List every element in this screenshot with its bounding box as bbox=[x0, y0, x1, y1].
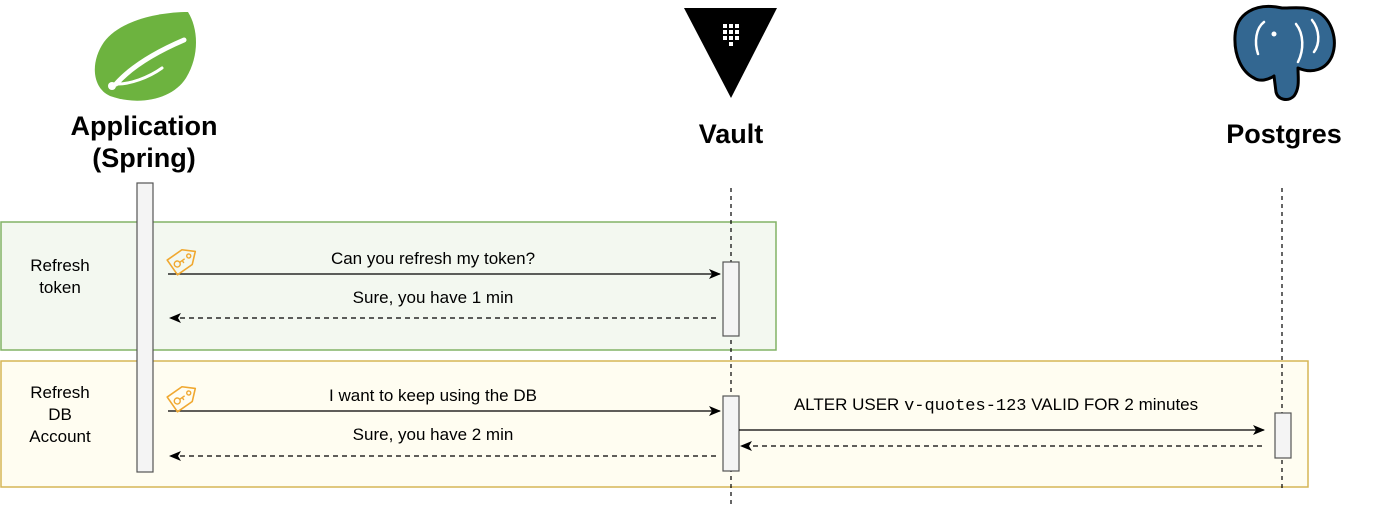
key-tag-icon bbox=[166, 385, 197, 413]
alter-user-suffix: VALID FOR 2 minutes bbox=[1031, 395, 1199, 414]
group-label-line: Account bbox=[29, 427, 91, 446]
alter-user-prefix: ALTER USER bbox=[793, 395, 900, 414]
message-label-refresh-token-request: Can you refresh my token? bbox=[330, 249, 536, 268]
participant-application-line1: Application bbox=[70, 111, 218, 141]
message-label-alter-user: ALTER USER v-quotes-123 VALID FOR 2 minu… bbox=[746, 395, 1246, 417]
group-label-line: Refresh bbox=[30, 383, 90, 402]
group-box-refresh-token bbox=[0, 221, 777, 351]
message-label-refresh-token-response: Sure, you have 1 min bbox=[352, 288, 514, 307]
message-label-db-request: I want to keep using the DB bbox=[329, 386, 537, 405]
participant-postgres: Postgres bbox=[1226, 119, 1342, 149]
group-label-refresh-token: Refresh token bbox=[10, 255, 110, 299]
group-label-refresh-db-account: Refresh DB Account bbox=[10, 382, 110, 448]
spring-leaf-logo bbox=[94, 12, 196, 101]
application-activation-bar bbox=[136, 182, 154, 473]
postgres-activation-bar bbox=[1274, 412, 1292, 459]
group-label-line: Refresh bbox=[30, 256, 90, 275]
vault-triangle-logo bbox=[684, 8, 777, 98]
participant-application-line2: (Spring) bbox=[92, 142, 196, 173]
participant-application: Application (Spring) bbox=[44, 111, 244, 175]
group-label-line: token bbox=[39, 278, 81, 297]
participant-vault: Vault bbox=[698, 119, 764, 149]
group-label-line: DB bbox=[48, 405, 72, 424]
alter-user-code: v-quotes-123 bbox=[904, 397, 1027, 416]
postgres-elephant-logo bbox=[1233, 5, 1336, 101]
vault-activation-bar-token bbox=[722, 261, 740, 337]
group-box-refresh-db-account bbox=[0, 360, 1309, 488]
vault-activation-bar-db bbox=[722, 395, 740, 472]
message-label-db-response: Sure, you have 2 min bbox=[352, 425, 514, 444]
key-tag-icon bbox=[166, 248, 197, 276]
